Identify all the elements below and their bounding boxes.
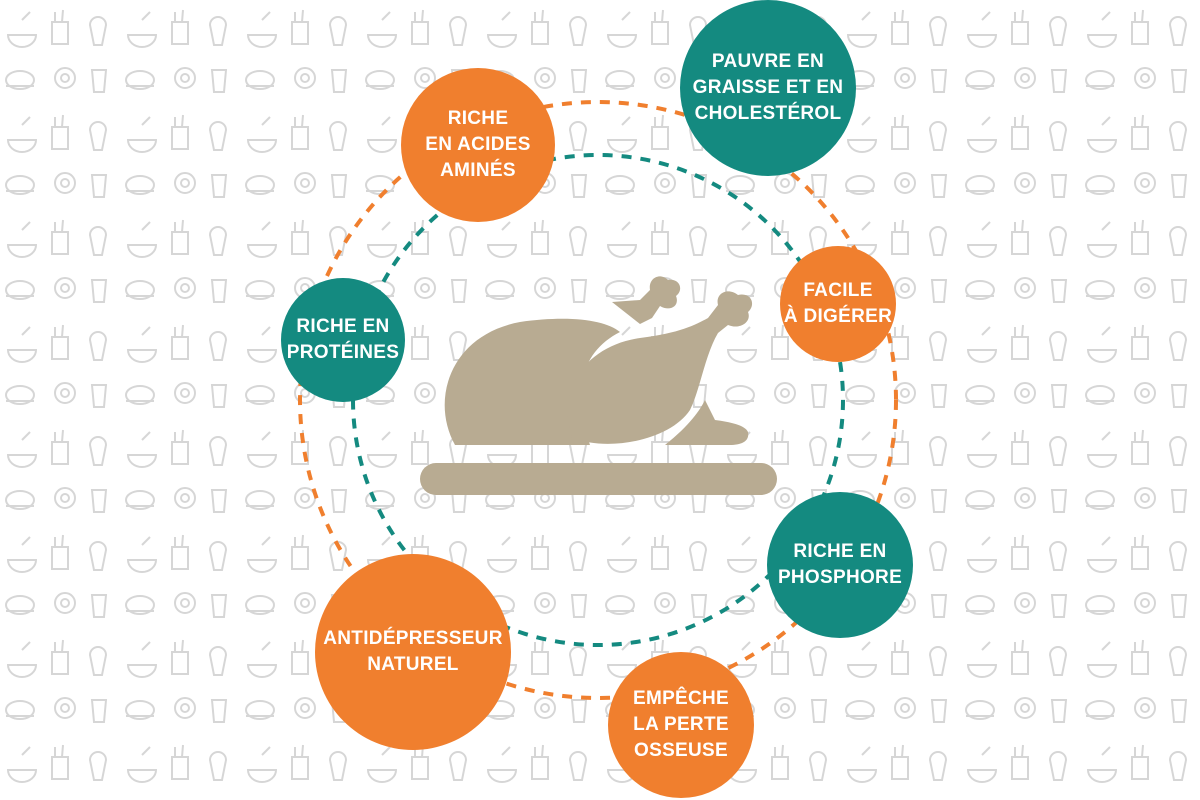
benefit-protein: RICHE EN PROTÉINES	[281, 278, 405, 402]
benefit-label: EMPÊCHE LA PERTE OSSEUSE	[632, 688, 730, 761]
benefit-label: RICHE EN PROTÉINES	[286, 316, 400, 363]
outer-dashed-ring	[298, 100, 898, 700]
benefit-label: RICHE EN PHOSPHORE	[777, 541, 903, 588]
benefit-label: PAUVRE EN GRAISSE ET EN CHOLESTÉROL	[692, 51, 844, 124]
benefit-easy-digest: FACILE À DIGÉRER	[780, 246, 896, 362]
benefit-antidepressant: ANTIDÉPRESSEUR NATUREL	[315, 554, 511, 750]
benefit-phosphorus: RICHE EN PHOSPHORE	[767, 492, 913, 638]
benefit-amino-acids: RICHE EN ACIDES AMINÉS	[401, 68, 555, 222]
benefit-low-fat: PAUVRE EN GRAISSE ET EN CHOLESTÉROL	[680, 0, 856, 176]
benefit-bone-loss: EMPÊCHE LA PERTE OSSEUSE	[608, 652, 754, 798]
benefit-label: RICHE EN ACIDES AMINÉS	[425, 108, 531, 181]
benefit-label: FACILE À DIGÉRER	[783, 280, 893, 327]
benefit-label: ANTIDÉPRESSEUR NATUREL	[323, 628, 503, 675]
roast-turkey-icon	[420, 276, 777, 495]
